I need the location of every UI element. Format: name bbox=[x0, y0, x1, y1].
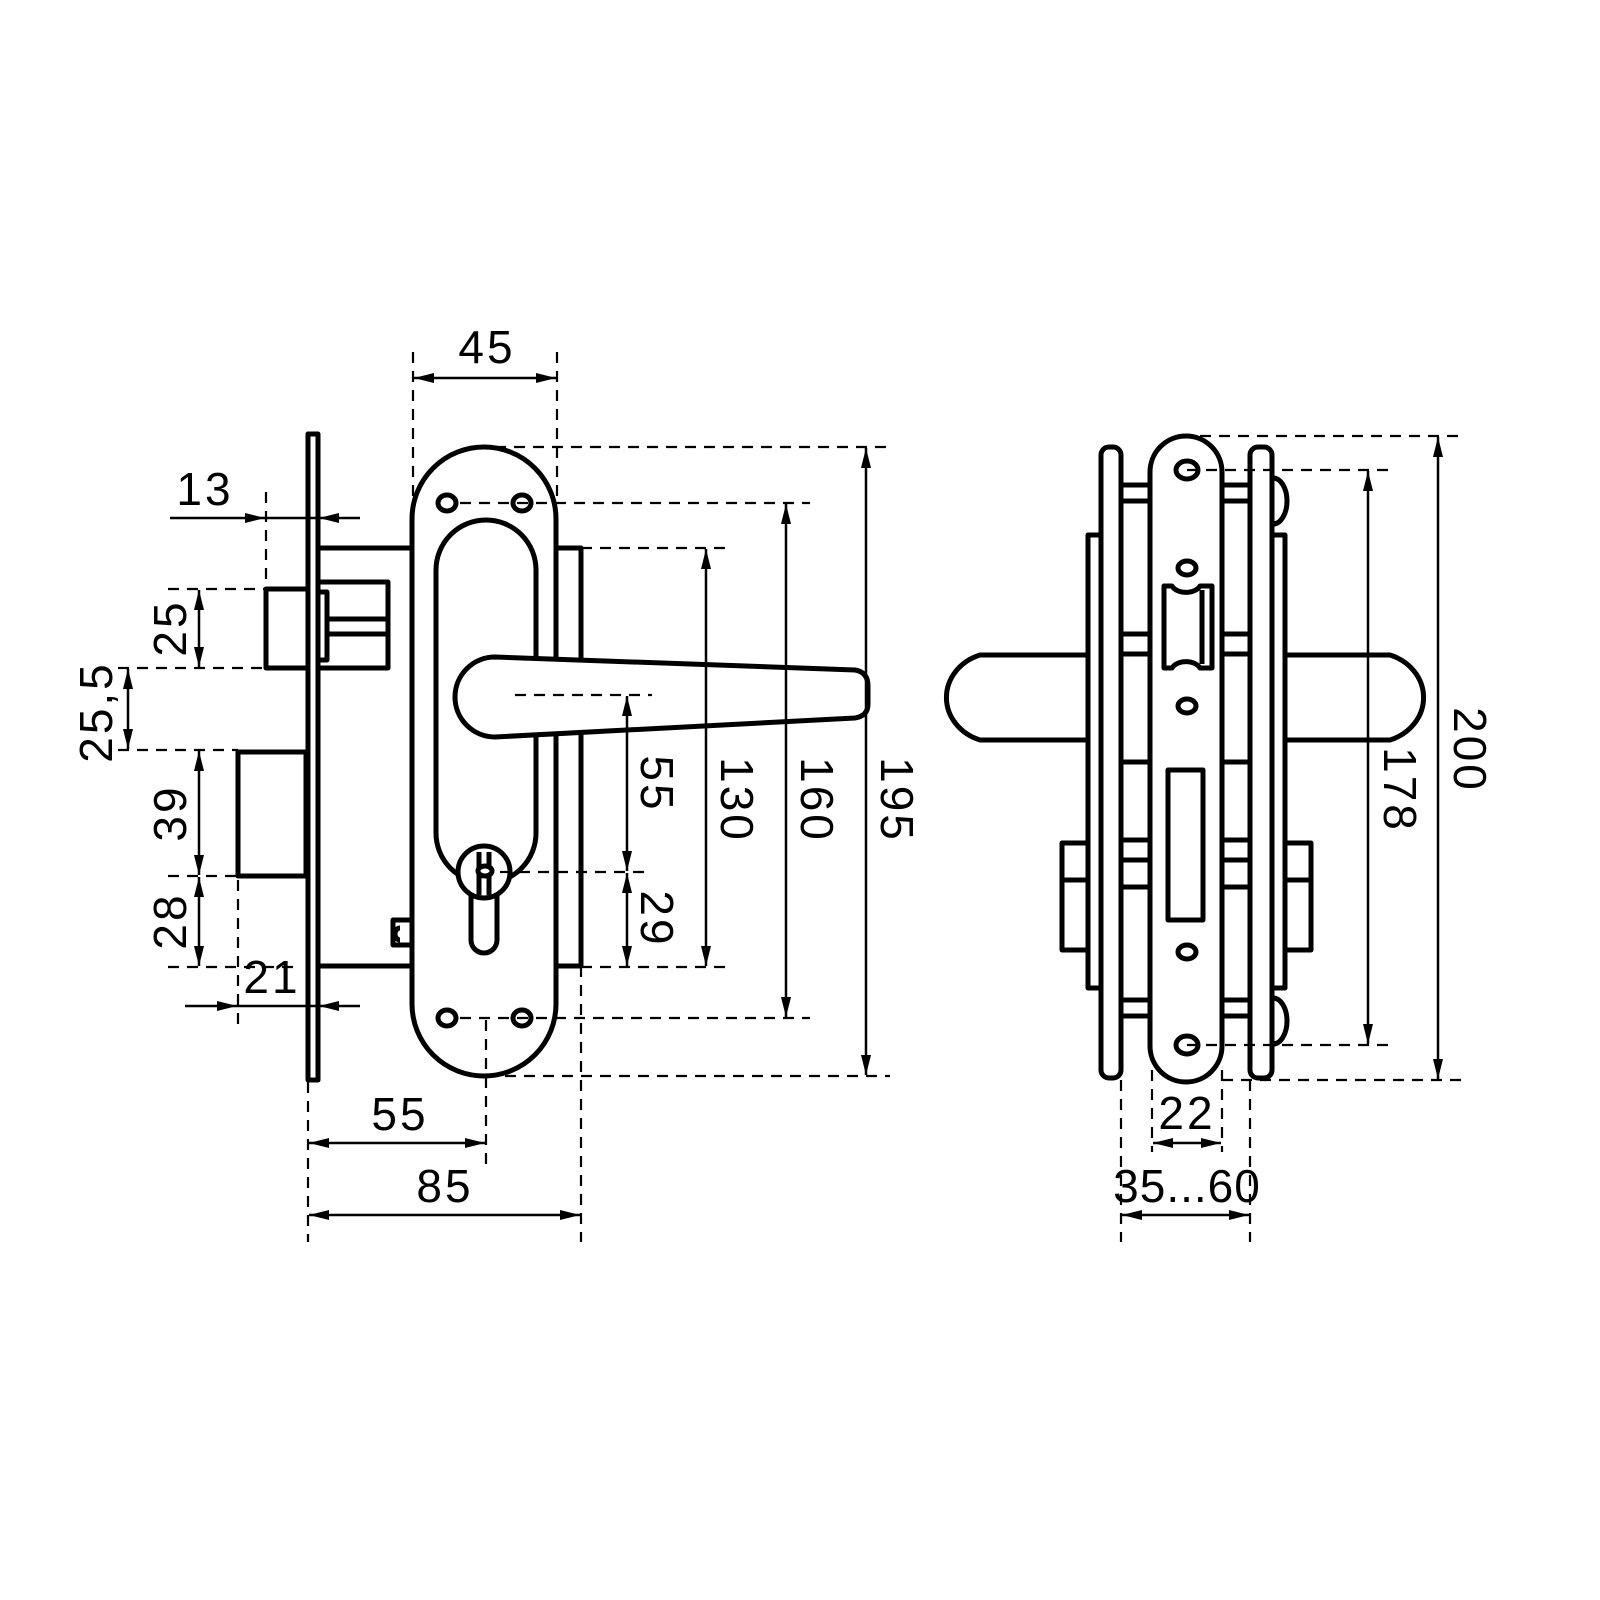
lever-handle bbox=[452, 654, 871, 740]
dim-label-200: 200 bbox=[1444, 707, 1496, 793]
dim-label-29: 29 bbox=[631, 890, 683, 947]
side-extension-lines bbox=[1119, 434, 1465, 1242]
latch-opening bbox=[1161, 583, 1215, 671]
rose-top bbox=[1272, 475, 1290, 527]
front-view: 45 13 25 25,5 39 28 21 55 85 55 29 130 1… bbox=[70, 321, 923, 1242]
dim-label-25: 25 bbox=[144, 599, 196, 656]
dim-label-25-5: 25,5 bbox=[70, 661, 122, 763]
latch bbox=[263, 579, 391, 671]
rose-bottom bbox=[1272, 995, 1290, 1047]
dim-label-195: 195 bbox=[871, 757, 923, 843]
dim-label-178: 178 bbox=[1374, 747, 1426, 833]
right-lever bbox=[1285, 652, 1426, 743]
dim-label-39: 39 bbox=[144, 784, 196, 841]
dim-label-45: 45 bbox=[458, 321, 515, 373]
screw-holes bbox=[435, 492, 534, 1029]
dimension-arrows bbox=[123, 373, 871, 1220]
dim-label-22: 22 bbox=[1158, 1087, 1215, 1139]
dim-label-35-60: 35...60 bbox=[1113, 1160, 1261, 1212]
side-dimension-arrows bbox=[1122, 437, 1443, 1220]
left-lever bbox=[944, 652, 1088, 743]
deadbolt bbox=[235, 749, 309, 879]
faceplate bbox=[305, 431, 321, 1083]
side-view: 200 178 22 35...60 bbox=[944, 433, 1496, 1242]
escutcheon-plate bbox=[409, 444, 559, 1079]
bolt-opening bbox=[1165, 767, 1206, 923]
dim-label-55-vertical: 55 bbox=[631, 755, 683, 812]
side-faceplate bbox=[1147, 433, 1225, 1085]
back-plate-edge bbox=[553, 545, 584, 969]
extension-lines bbox=[118, 352, 890, 1242]
dim-label-85: 85 bbox=[416, 1160, 473, 1212]
dim-label-55-horizontal: 55 bbox=[371, 1088, 428, 1140]
left-escutcheon bbox=[1098, 444, 1124, 1081]
dim-label-160: 160 bbox=[791, 757, 843, 843]
dim-label-21: 21 bbox=[243, 951, 300, 1003]
dim-label-130: 130 bbox=[711, 757, 763, 843]
dim-label-13: 13 bbox=[176, 463, 233, 515]
right-escutcheon bbox=[1247, 444, 1275, 1081]
dim-label-28: 28 bbox=[144, 892, 196, 949]
lock-body bbox=[318, 545, 415, 969]
cylinder-keyhole bbox=[455, 843, 513, 956]
